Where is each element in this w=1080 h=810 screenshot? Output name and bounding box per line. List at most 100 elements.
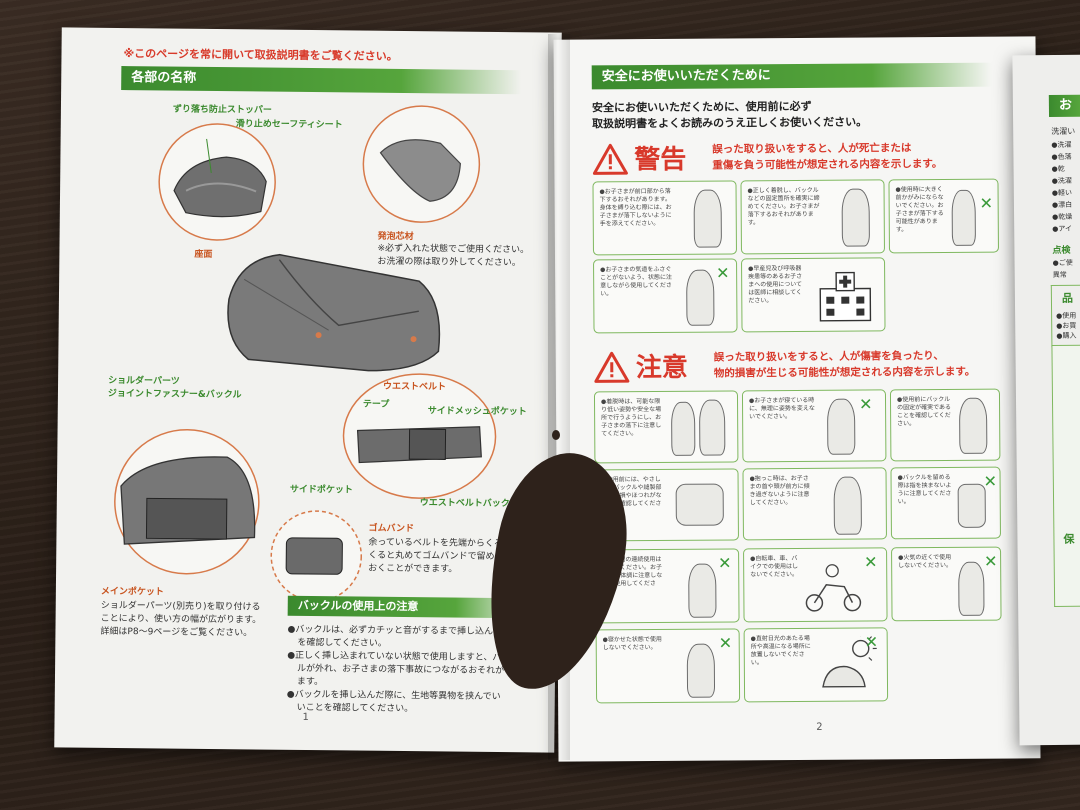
buckle-bullet-4: ルが外れ、お子さまの落下事故につながるおそれが — [297, 663, 505, 677]
caution-card-5-figure — [833, 476, 862, 535]
warning-card-4-text: ●お子さまの気道をふさぐことがないよう、状態に注意しながら使用してください。 — [600, 265, 673, 298]
caution-triangle-icon — [594, 351, 630, 383]
next-page-edge: お 洗濯い ●洗濯 ●色落 ●乾 ●洗濯 ●軽い ●漂白 ●乾燥 ●アイ 点検 … — [1012, 54, 1080, 746]
waist-belt-illustration — [342, 373, 497, 499]
warning-card-1-figure — [693, 189, 722, 248]
caution-card-6: ●バックルを留める際は指を挟まないように注意してください。 ✕ — [890, 466, 1001, 540]
caution-desc-2: 物的損害が生じる可能性が想定される内容を示します。 — [713, 365, 976, 380]
warning-card-3-x-icon: ✕ — [979, 193, 994, 213]
hip-seat-illustration — [227, 253, 441, 372]
caution-card-5-text: ●抱っこ時は、お子さまの首や頭が前方に傾き過ぎないように注意してください。 — [749, 474, 810, 507]
warning-card-1-text: ●お子さまが前口部から落下するおそれがあります。身体を縛り込む際には、お子さまが… — [599, 187, 672, 228]
caution-card-10: ●寝かせた状態で使用しないでください。 ✕ — [595, 628, 741, 704]
caution-card-9-figure — [958, 561, 985, 616]
next-check-title: 点検 — [1052, 245, 1071, 257]
caution-card-11-text: ●直射日光のあたる場所や高温になる場所に放置しないでください。 — [750, 634, 811, 667]
caution-card-8-x-icon: ✕ — [864, 552, 878, 572]
next-page-band: お — [1048, 94, 1080, 118]
next-line-9: ●アイ — [1052, 224, 1073, 234]
caution-card-10-x-icon: ✕ — [718, 633, 733, 653]
sun-car-seat-icon — [822, 636, 877, 688]
waist-belt-label: ウエストベルト — [382, 381, 447, 393]
rubber-desc-2: くると丸めてゴムバンドで留め — [368, 550, 495, 562]
next-box-3: ●購入 — [1056, 331, 1077, 340]
waist-belt-buckle-label: ウエストベルトバックル — [419, 498, 519, 510]
warning-triangle-icon — [592, 143, 628, 175]
buckle-bullet-5: ます。 — [296, 676, 324, 688]
caution-card-1-text: ●着脱時は、可能な限り低い姿勢や安全な場所で行うようにし、お子さまの落下に注意し… — [600, 397, 662, 438]
caution-card-8: ●自転車、車、バイクでの使用はしないでください。 ✕ — [743, 547, 888, 623]
side-mesh-pocket-label: サイドメッシュポケット — [427, 406, 527, 418]
foam-core-illustration — [362, 105, 481, 223]
right-page-number: 2 — [816, 721, 823, 733]
next-check-2: 異常 — [1052, 270, 1067, 280]
left-page-number: 1 — [302, 711, 310, 724]
shoulder-label-2: ジョイントファスナー&バックル — [107, 388, 242, 401]
stopper-detail-illustration — [158, 123, 276, 241]
warning-card-1: ●お子さまが前口部から落下するおそれがあります。身体を縛り込む際には、お子さまが… — [592, 180, 737, 256]
caution-title: 注意 — [635, 352, 688, 384]
warning-card-4-x-icon: ✕ — [716, 263, 730, 283]
caution-card-1: ●着脱時は、可能な限り低い姿勢や安全な場所で行うようにし、お子さまの落下に注意し… — [593, 390, 739, 464]
right-page: 安全にお使いいただくために 安全にお使いいただくために、使用前に必ず 取扱説明書… — [553, 36, 1041, 762]
warning-card-4: ●お子さまの気道をふさぐことがないよう、状態に注意しながら使用してください。 ✕ — [593, 258, 738, 334]
top-notice: ※このページを常に開いて取扱説明書をご覧ください。 — [123, 47, 398, 63]
caution-card-1-figure-b — [699, 399, 726, 456]
warning-card-5: ●早産児及び呼吸器疾患等のあるお子さまへの使用については医師に相談してください。 — [741, 257, 886, 333]
caution-card-6-text: ●バックルを留める際は指を挟まないように注意してください。 — [897, 473, 952, 506]
scooter-icon — [805, 564, 862, 612]
safety-intro-1: 安全にお使いいただくために、使用前に必ず — [591, 99, 812, 115]
caution-card-11: ●直射日光のあたる場所や高温になる場所に放置しないでください。 ✕ — [743, 627, 889, 703]
hospital-icon — [819, 271, 872, 322]
caution-card-9-x-icon: ✕ — [984, 551, 998, 571]
warning-desc-2: 重傷を負う可能性が想定される内容を示します。 — [712, 157, 943, 172]
left-page: ※このページを常に開いて取扱説明書をご覧ください。 各部の名称 ずり落ち防止スト… — [54, 27, 562, 753]
safety-intro-2: 取扱説明書をよくお読みのうえ正しくお使いください。 — [592, 115, 868, 131]
caution-card-3-text: ●使用前にバックルの固定が確実であることを確認してください。 — [896, 395, 952, 428]
warning-card-4-figure — [686, 269, 715, 326]
buckle-bullet-2: を確認してください。 — [297, 637, 387, 649]
caution-card-2: ●お子さまが寝ている時に、無理に姿勢を変えないでください。 ✕ — [741, 389, 887, 463]
main-pocket-desc-3: 詳細はP8～9ページをご覧ください。 — [100, 626, 253, 639]
caution-card-4-hands — [675, 483, 724, 526]
main-pocket-label: メインポケット — [100, 586, 164, 598]
page-hole-small — [552, 430, 560, 440]
stopper-label: ずり落ち防止ストッパー — [172, 104, 272, 116]
shoulder-label-1: ショルダーパーツ — [108, 375, 180, 387]
caution-card-8-text: ●自転車、車、バイクでの使用はしないでください。 — [750, 555, 799, 579]
caution-card-3: ●使用前にバックルの固定が確実であることを確認してください。 — [889, 388, 1001, 462]
caution-card-1-figure-a — [671, 401, 696, 456]
caution-card-2-text: ●お子さまが寝ている時に、無理に姿勢を変えないでください。 — [748, 396, 815, 421]
next-tail-band: 保 — [1063, 532, 1075, 546]
rubber-band-label: ゴムバンド — [368, 523, 415, 535]
caution-card-6-x-icon: ✕ — [983, 471, 998, 491]
caution-card-3-figure — [958, 397, 988, 454]
warning-card-2: ●正しく着脱し、バックルなどの固定箇所を確実に締めてください。お子さまが落下する… — [740, 179, 885, 255]
caution-desc-1: 誤った取り扱いをすると、人が傷害を負ったり、 — [713, 349, 944, 364]
caution-card-6-hand — [957, 483, 986, 528]
side-pocket-label: サイドポケット — [289, 484, 354, 496]
caution-card-11-x-icon: ✕ — [864, 632, 879, 652]
buckle-bullet-7: いことを確認してください。 — [296, 702, 414, 715]
safety-section-title: 安全にお使いいただくために — [591, 62, 992, 90]
parts-section-title: 各部の名称 — [121, 66, 522, 95]
caution-card-5: ●抱っこ時は、お子さまの首や頭が前方に傾き過ぎないように注意してください。 — [742, 467, 887, 541]
next-box-title: 品 — [1061, 291, 1074, 305]
rubber-desc-3: おくことができます。 — [368, 563, 458, 575]
next-page-panel — [1051, 344, 1080, 608]
warning-card-3: ●使用時に大きく前かがみにならないでください。お子さまが落下する可能性があります… — [888, 178, 999, 254]
warning-card-2-figure — [841, 188, 870, 247]
warning-card-3-figure — [951, 189, 976, 246]
caution-card-9-text: ●火気の近くで使用しないでください。 — [898, 553, 953, 570]
caution-card-7-x-icon: ✕ — [718, 553, 732, 573]
warning-card-2-text: ●正しく着脱し、バックルなどの固定箇所を確実に締めてください。お子さまが落下する… — [747, 186, 820, 227]
caution-card-10-figure — [686, 643, 716, 698]
caution-card-2-figure — [826, 398, 856, 455]
tape-label: テープ — [362, 399, 390, 410]
caution-card-9: ●火気の近くで使用しないでください。 ✕ — [891, 546, 1002, 622]
warning-title: 警告 — [634, 144, 687, 176]
caution-card-7-figure — [688, 563, 717, 618]
seat-label: 座面 — [194, 249, 213, 260]
caution-card-2-x-icon: ✕ — [858, 394, 873, 414]
main-pocket-illustration — [114, 428, 260, 575]
